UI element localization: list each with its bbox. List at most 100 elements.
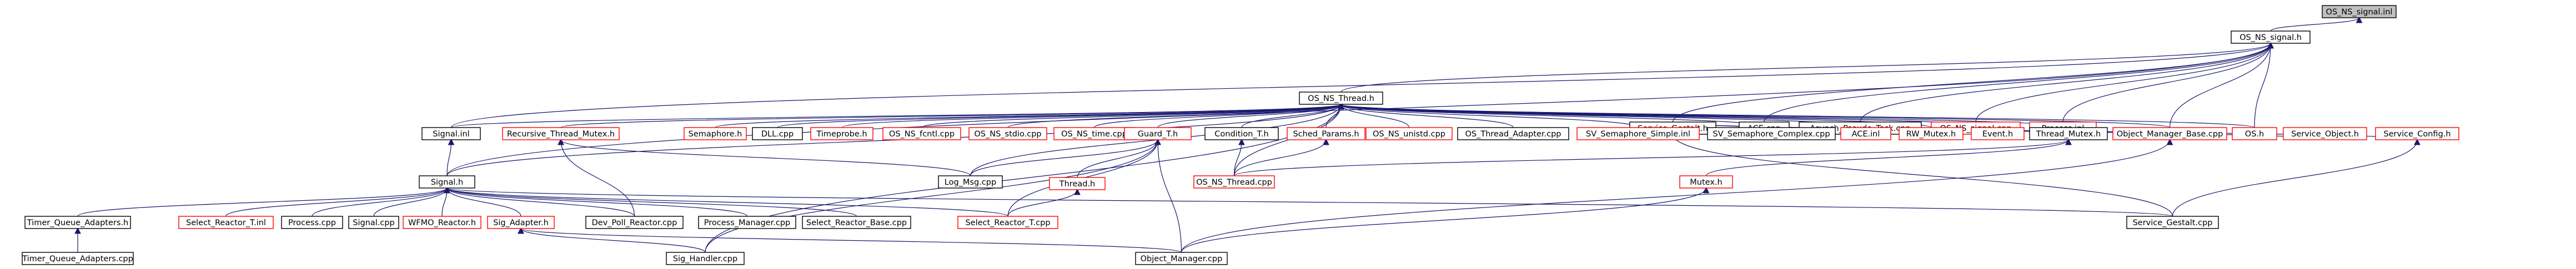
node-label: RW_Mutex.h <box>1906 130 1956 139</box>
node-box <box>2029 127 2108 140</box>
node-label: Semaphore.h <box>689 130 742 139</box>
node-box <box>2232 127 2277 140</box>
edge-logmsg-to-recmutex <box>561 140 971 176</box>
node-wfmo[interactable]: WFMO_Reactor.h <box>403 216 481 229</box>
edge-sigh-to-signalh <box>446 43 2271 176</box>
node-tqadaptersh[interactable]: Timer_Queue_Adapters.h <box>24 216 131 229</box>
node-label: Event.h <box>1982 130 2013 139</box>
node-box <box>2231 31 2311 44</box>
edge-logmsg-to-guardh <box>970 140 1158 176</box>
node-rwmutex[interactable]: RW_Mutex.h <box>1899 127 1964 140</box>
edge-selreacttcpp-to-threadh2 <box>1007 190 1077 217</box>
edge-objmgr-to-mutexh <box>1181 188 1706 253</box>
edge-fcntlcpp-to-threadh <box>921 104 1341 128</box>
node-box <box>585 216 684 229</box>
node-selreacth[interactable]: Select_Reactor_T.inl <box>178 216 274 229</box>
node-signalinl[interactable]: Signal.inl <box>421 127 481 140</box>
node-box <box>403 216 481 229</box>
node-box <box>698 216 796 229</box>
node-threadh2[interactable]: Thread.h <box>1049 177 1106 190</box>
edge-guardh-to-threadh <box>1157 104 1341 128</box>
node-signalh[interactable]: OS_NS_signal.h <box>2231 31 2311 44</box>
node-box <box>487 216 555 229</box>
node-label: Object_Manager_Base.cpp <box>2117 130 2223 139</box>
node-logmsg[interactable]: Log_Msg.cpp <box>938 175 1003 189</box>
node-label: Signal.inl <box>433 130 469 139</box>
node-unistdcpp[interactable]: OS_NS_unistd.cpp <box>1365 127 1453 140</box>
node-objmgrbase[interactable]: Object_Manager_Base.cpp <box>2112 127 2227 140</box>
edge-threadh-to-signalh <box>1340 43 2271 93</box>
node-box <box>1135 252 1228 265</box>
node-label: OS_NS_signal.h <box>2239 33 2302 42</box>
node-threadcpp[interactable]: OS_NS_Thread.cpp <box>1193 175 1275 189</box>
node-box <box>666 252 745 265</box>
node-processcpp[interactable]: Process.cpp <box>281 216 343 229</box>
node-box <box>1457 127 1569 140</box>
node-osh[interactable]: OS.h <box>2232 127 2277 140</box>
edge-threadadapt-to-threadh <box>1341 104 1514 128</box>
node-dllcpp[interactable]: DLL.cpp <box>752 127 803 140</box>
node-svccfg[interactable]: Service_Config.h <box>2375 127 2459 140</box>
edge-signalcpp-to-sigh <box>373 188 447 217</box>
node-label: SV_Semaphore_Simple.inl <box>1586 130 1690 139</box>
node-mutexh[interactable]: Mutex.h <box>1679 175 1733 189</box>
node-label: OS_NS_unistd.cpp <box>1373 130 1445 139</box>
node-signalcpp[interactable]: Signal.cpp <box>348 216 399 229</box>
node-box <box>1899 127 1964 140</box>
node-selreactbase[interactable]: Select_Reactor_Base.cpp <box>802 216 911 229</box>
node-box <box>802 216 911 229</box>
node-svcobj[interactable]: Service_Object.h <box>2283 127 2367 140</box>
edge-objmgr-to-sigadapter <box>521 229 1182 253</box>
node-svcgestcpp[interactable]: Service_Gestalt.cpp <box>2126 216 2219 229</box>
node-aceinl[interactable]: ACE.inl <box>1840 127 1891 140</box>
node-svsemcomplex[interactable]: SV_Semaphore_Complex.cpp <box>1707 127 1836 140</box>
node-label: Object_Manager.cpp <box>1141 255 1223 263</box>
edge-osh-to-threadh <box>1341 104 2255 128</box>
node-box <box>1679 175 1733 189</box>
node-guardh[interactable]: Guard_T.h <box>1124 127 1192 140</box>
edge-tqadaptersh-to-sigh <box>77 188 447 217</box>
node-label: Select_Reactor_Base.cpp <box>806 219 907 227</box>
node-box <box>1365 127 1453 140</box>
node-fcntlcpp[interactable]: OS_NS_fcntl.cpp <box>882 127 961 140</box>
node-label: Process.cpp <box>288 219 336 227</box>
node-threadh[interactable]: OS_NS_Thread.h <box>1299 92 1383 105</box>
node-box <box>1840 127 1891 140</box>
node-label: Service_Gestalt.cpp <box>2133 219 2213 227</box>
node-box <box>1971 127 2025 140</box>
node-svsemsimple[interactable]: SV_Semaphore_Simple.inl <box>1576 127 1700 140</box>
node-devpoll[interactable]: Dev_Poll_Reactor.cpp <box>585 216 684 229</box>
node-sighandler[interactable]: Sig_Handler.cpp <box>666 252 745 265</box>
node-condh[interactable]: Condition_T.h <box>1204 127 1279 140</box>
node-recmutex[interactable]: Recursive_Thread_Mutex.h <box>502 127 620 140</box>
node-threadmutex[interactable]: Thread_Mutex.h <box>2029 127 2108 140</box>
node-sigh[interactable]: Signal.h <box>419 175 475 189</box>
node-stdiocpp[interactable]: OS_NS_stdio.cpp <box>968 127 1047 140</box>
node-selreacttcpp[interactable]: Select_Reactor_T.cpp <box>957 216 1058 229</box>
node-label: WFMO_Reactor.h <box>408 219 476 227</box>
edge-signalh-to-root <box>2270 18 2359 32</box>
node-eventh[interactable]: Event.h <box>1971 127 2025 140</box>
edge-devpoll-to-recmutex <box>561 140 635 217</box>
node-semaph[interactable]: Semaphore.h <box>684 127 747 140</box>
node-sigadapter[interactable]: Sig_Adapter.h <box>487 216 555 229</box>
node-label: Timeprobe.h <box>816 130 867 139</box>
node-label: Dev_Poll_Reactor.cpp <box>592 219 677 227</box>
node-box <box>1193 175 1275 189</box>
edge-acecpp-to-signalh <box>1764 43 2271 123</box>
node-tqadapterscpp[interactable]: Timer_Queue_Adapters.cpp <box>22 252 134 265</box>
node-threadadapt[interactable]: OS_Thread_Adapter.cpp <box>1457 127 1569 140</box>
node-timecpp[interactable]: OS_NS_time.cpp <box>1053 127 1135 140</box>
node-schedh[interactable]: Sched_Params.h <box>1287 127 1365 140</box>
node-label: Condition_T.h <box>1214 130 1268 139</box>
node-box <box>1204 127 1279 140</box>
node-procmgr[interactable]: Process_Manager.cpp <box>698 216 796 229</box>
edge-osh-to-signalh <box>2254 43 2271 128</box>
node-label: Thread.h <box>1059 180 1096 189</box>
node-label: Recursive_Thread_Mutex.h <box>507 130 615 139</box>
node-objmgr[interactable]: Object_Manager.cpp <box>1135 252 1228 265</box>
node-label: OS_NS_time.cpp <box>1061 130 1127 139</box>
node-label: Signal.h <box>431 178 463 187</box>
node-label: SV_Semaphore_Complex.cpp <box>1713 130 1830 139</box>
node-timeprobe[interactable]: Timeprobe.h <box>810 127 873 140</box>
